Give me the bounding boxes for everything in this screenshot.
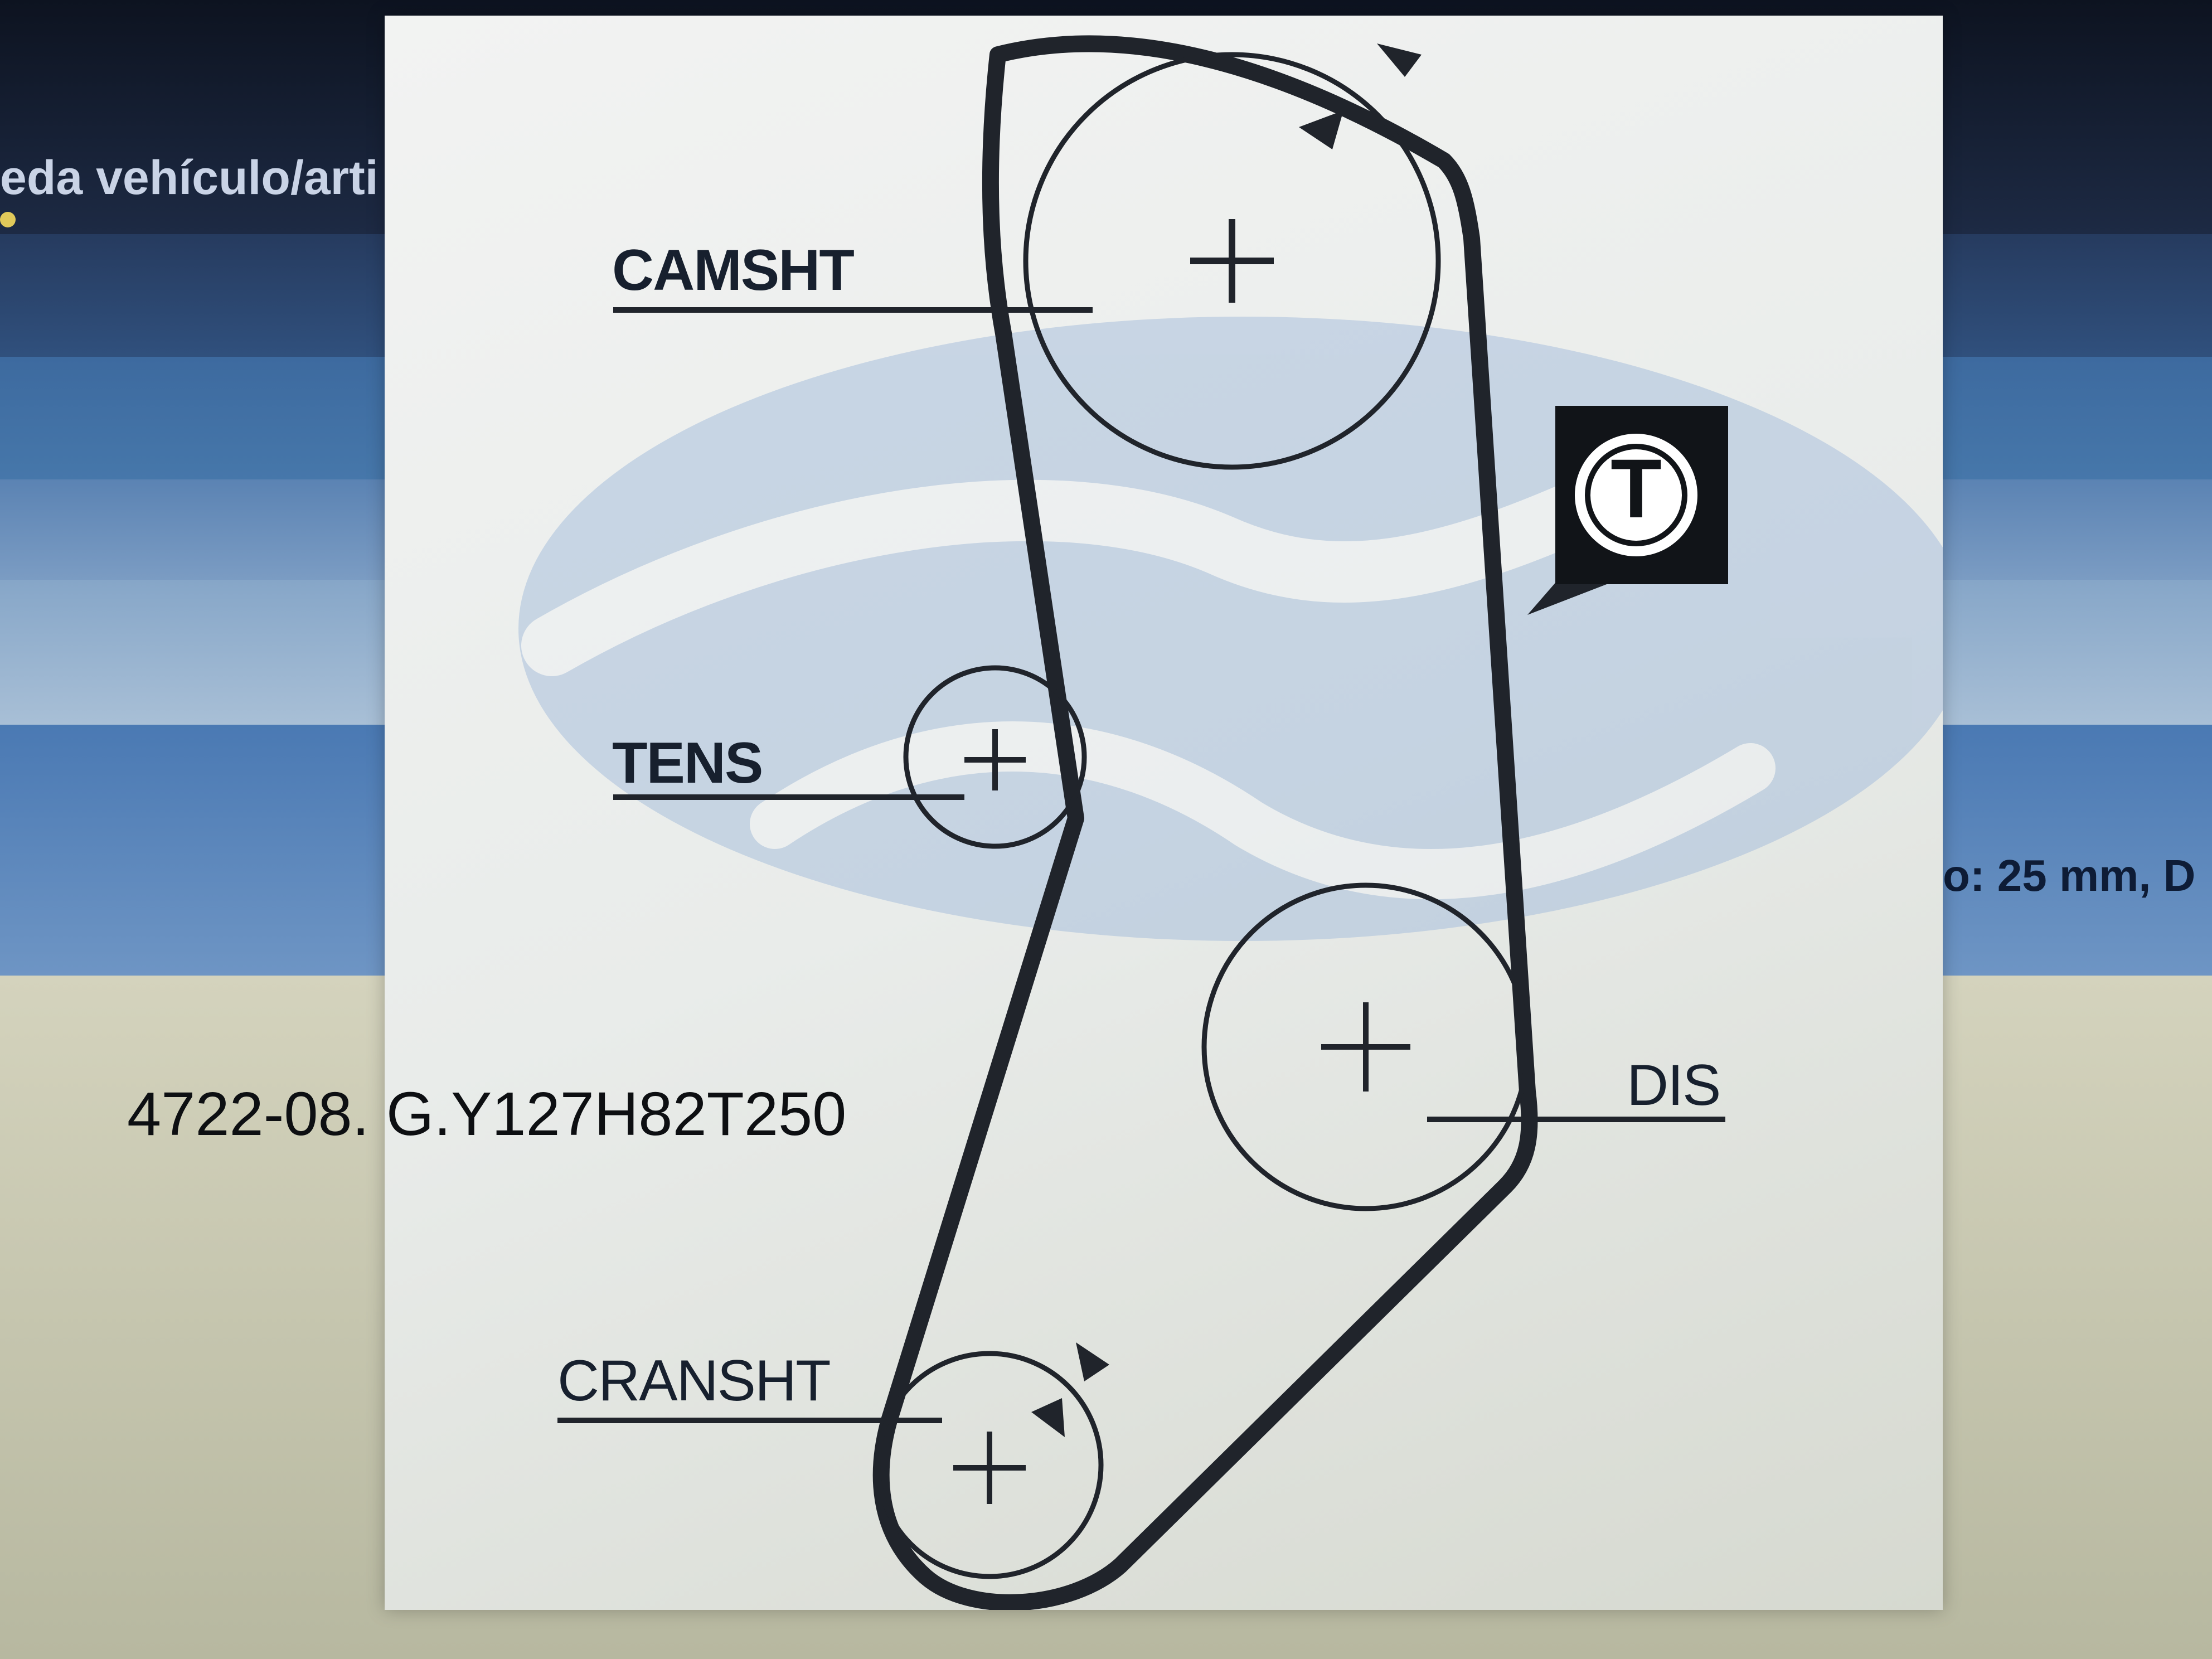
part-code-text: 4722-08. G.Y127H82T250 bbox=[127, 1080, 847, 1148]
camshaft-pulley bbox=[613, 43, 1441, 470]
tensioner-pulley bbox=[613, 665, 1087, 849]
crankshaft-label: CRANSHT bbox=[557, 1348, 831, 1413]
status-dot bbox=[0, 212, 16, 227]
camshaft-timing-mark bbox=[1377, 43, 1422, 77]
crankshaft-pulley bbox=[557, 1342, 1109, 1579]
distributor-pulley bbox=[1201, 882, 1725, 1211]
crankshaft-timing-mark bbox=[1076, 1342, 1109, 1381]
tensioner-label: TENS bbox=[612, 731, 763, 795]
camshaft-label: CAMSHT bbox=[612, 238, 855, 303]
timing-belt bbox=[872, 35, 1538, 1610]
background-spec-text: o: 25 mm, D bbox=[1943, 851, 2196, 900]
watermark-logo bbox=[518, 317, 1943, 941]
timing-belt-diagram: T CAMSHT TENS DIS CRANSHT bbox=[385, 16, 1943, 1610]
distributor-label: DIS bbox=[1627, 1053, 1721, 1118]
background-search-text: eda vehículo/arti bbox=[0, 151, 379, 205]
belt-diagram-svg: T bbox=[518, 35, 1943, 1610]
tensioner-badge-letter: T bbox=[1611, 442, 1662, 535]
tensioner-badge-icon: T bbox=[1527, 406, 1728, 615]
